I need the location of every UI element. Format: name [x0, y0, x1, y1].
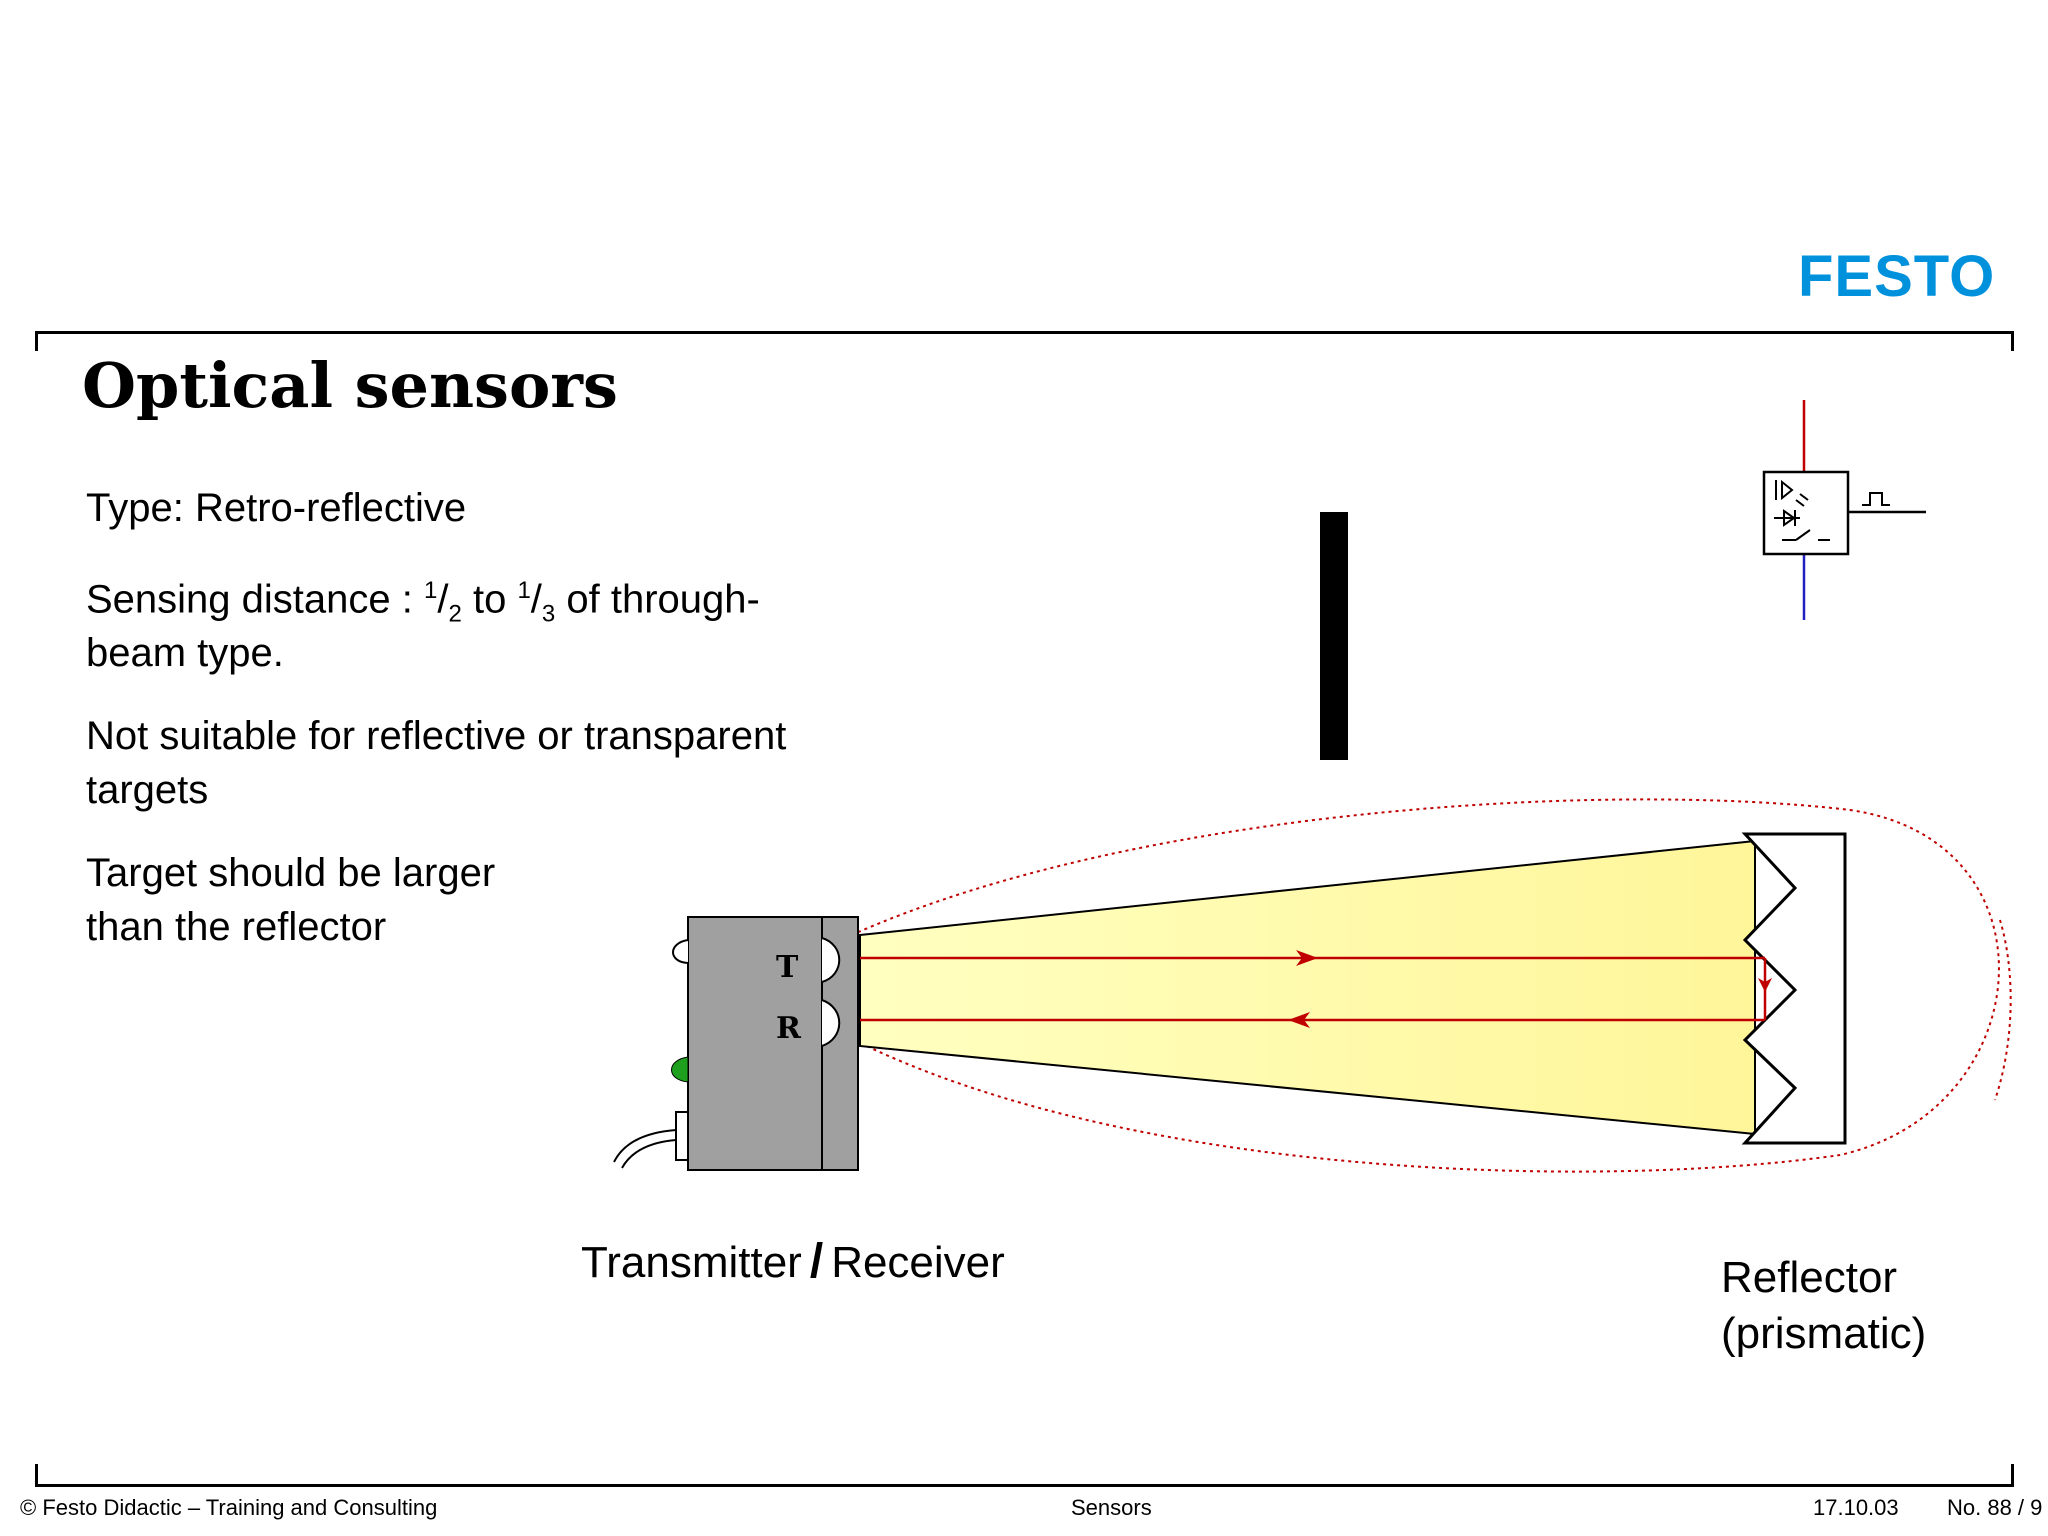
- emitted-ray-arrow: [1296, 950, 1318, 966]
- bullet-sensing-distance: Sensing distance : 1/2 to 1/3 of through…: [86, 577, 760, 628]
- bullet-target-larger-line1: Target should be larger: [86, 851, 496, 895]
- reflector-prismatic: [1741, 832, 1847, 1145]
- cable-connector: [675, 1111, 689, 1161]
- sensing-to: to: [461, 577, 518, 622]
- receiver-letter: R: [776, 1011, 802, 1046]
- light-beam: [859, 839, 1756, 1136]
- footer-copyright: © Festo Didactic – Training and Consulti…: [20, 1495, 438, 1520]
- footer-topic: Sensors: [1071, 1495, 1152, 1520]
- bullet-target-larger-line2: than the reflector: [86, 905, 387, 949]
- footer-rule-right-tick: [2011, 1464, 2014, 1486]
- header-rule-right-tick: [2011, 331, 2014, 351]
- target-object: [1320, 512, 1348, 760]
- sensor-top-knob: [672, 939, 689, 964]
- footer-rule: [35, 1484, 2014, 1487]
- sensor-circuit-symbol: [1762, 400, 1926, 620]
- festo-logo: FESTO: [1798, 244, 1996, 309]
- bullet-not-suitable-line2: targets: [86, 768, 209, 812]
- sensing-prefix: Sensing distance :: [86, 577, 424, 622]
- footer-page-number: No. 88 / 9: [1947, 1495, 2043, 1520]
- reflected-ray-down-arrow: [1758, 978, 1772, 992]
- sensor-cable-2: [621, 1139, 677, 1169]
- label-separator: /: [809, 1235, 824, 1288]
- slide-title: Optical sensors: [82, 349, 618, 422]
- transmitter-lens: [821, 937, 841, 983]
- status-led: [671, 1056, 689, 1083]
- label-reflector-line2: (prismatic): [1721, 1309, 1927, 1358]
- receiver-lens: [821, 999, 841, 1047]
- sensing-line1-end: of through-: [555, 577, 760, 622]
- detection-lobe: [819, 798, 2000, 1173]
- label-receiver: Receiver: [831, 1238, 1005, 1287]
- transmitter-letter: T: [776, 950, 799, 985]
- label-transmitter-receiver: Transmitter/Receiver: [581, 1234, 1005, 1289]
- label-transmitter: Transmitter: [581, 1238, 802, 1287]
- footer-date: 17.10.03: [1813, 1495, 1899, 1520]
- sensor-cable: [613, 1129, 677, 1163]
- label-reflector-line1: Reflector: [1721, 1253, 1898, 1302]
- fraction-2-numerator: 1: [517, 577, 531, 604]
- footer-rule-left-tick: [35, 1464, 38, 1486]
- label-reflector: Reflector (prismatic): [1721, 1250, 1926, 1362]
- bullet-type: Type: Retro-reflective: [86, 486, 467, 530]
- fraction-1-denominator: 2: [448, 600, 462, 628]
- header-rule: [35, 331, 2014, 334]
- returned-ray-arrow: [1288, 1012, 1310, 1028]
- header-rule-left-tick: [35, 331, 38, 351]
- bullet-not-suitable-line1: Not suitable for reflective or transpare…: [86, 714, 787, 758]
- fraction-2-denominator: 3: [541, 600, 556, 628]
- bullet-sensing-line2: beam type.: [86, 631, 284, 675]
- fraction-1-numerator: 1: [424, 577, 438, 604]
